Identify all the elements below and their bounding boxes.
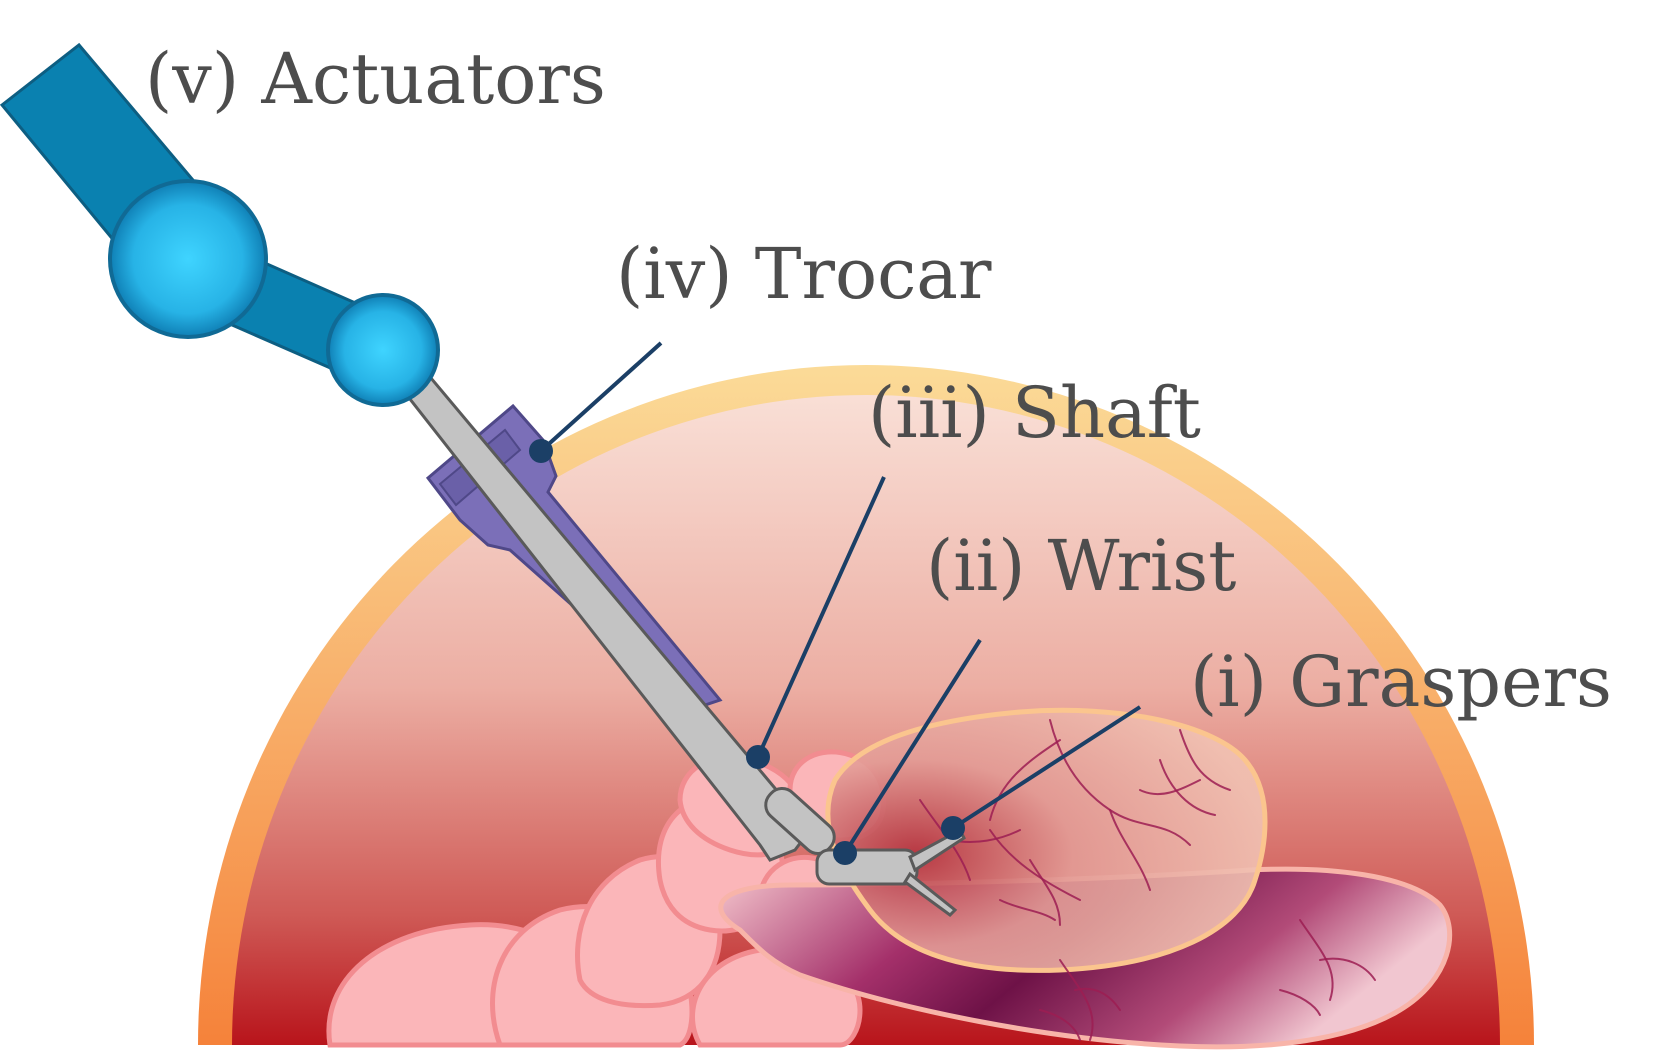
- actuators: [0, 42, 440, 407]
- leader-graspers: [941, 705, 1142, 840]
- leader-shaft: [746, 476, 886, 769]
- label-graspers: (i) Graspers: [1190, 641, 1612, 723]
- leader-wrist: [833, 638, 982, 865]
- actuator-joint-large: [108, 179, 268, 339]
- label-trocar: (iv) Trocar: [616, 233, 992, 315]
- leader-trocar: [529, 341, 663, 463]
- actuator-joint-small: [326, 293, 440, 407]
- label-wrist: (ii) Wrist: [926, 525, 1236, 607]
- graspers: [902, 827, 966, 917]
- label-shaft: (iii) Shaft: [868, 372, 1201, 454]
- label-actuators: (v) Actuators: [145, 38, 606, 120]
- stomach-vessels: [919, 719, 1231, 926]
- liver-vessels: [1039, 919, 1376, 1041]
